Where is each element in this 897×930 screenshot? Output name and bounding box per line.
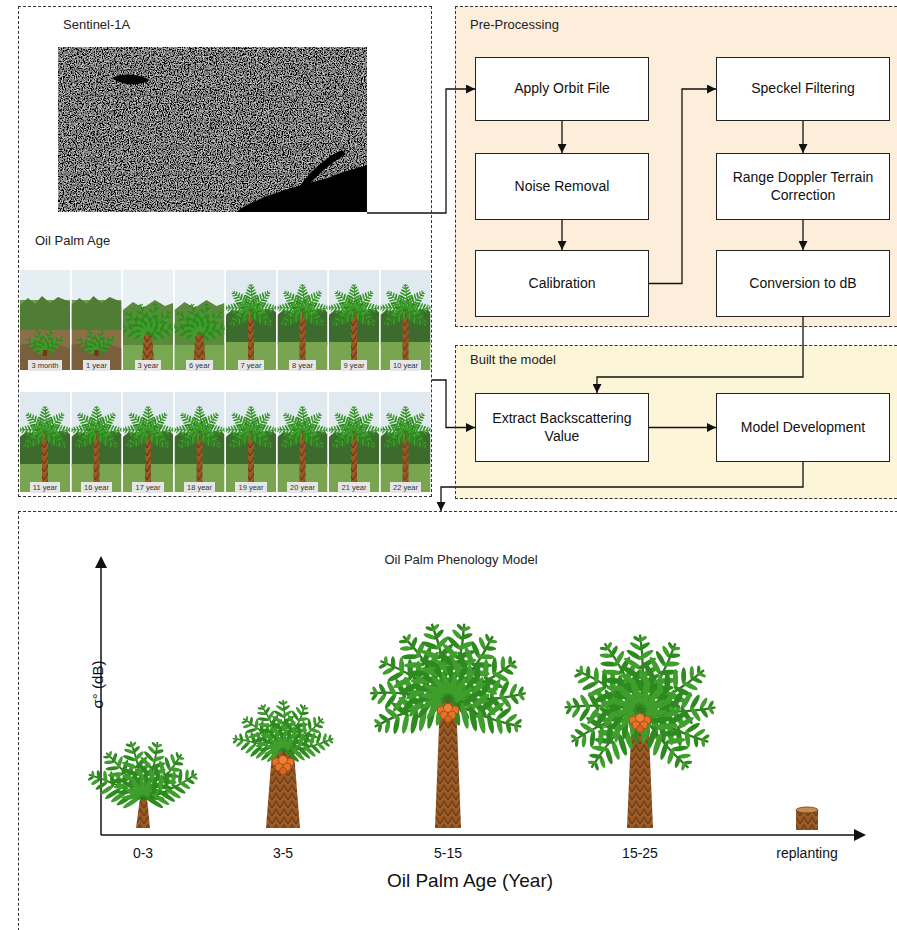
flow-arrow: [802, 121, 803, 153]
flow-arrow: [441, 462, 803, 511]
process-box: Speckel Filtering: [716, 57, 890, 121]
result-panel: Oil Palm Phenology Model: [18, 511, 897, 930]
flow-arrow: [649, 89, 716, 284]
photo-caption: 20 year: [287, 482, 318, 493]
flow-arrow: [561, 220, 562, 250]
photo-caption: 1 year: [83, 360, 110, 371]
stage-panel: Built the modelExtract Backscattering Va…: [455, 345, 897, 499]
process-box: Model Development: [716, 393, 890, 462]
process-box: Apply Orbit File: [475, 57, 649, 121]
box-text: Range Doppler Terrain Correction: [725, 169, 881, 204]
axis-tick: 15-25: [622, 845, 658, 861]
photo-caption: 9 year: [341, 360, 368, 371]
photo-caption: 17 year: [132, 482, 163, 493]
flow-arrow: [597, 317, 803, 393]
photo-caption: 10 year: [390, 360, 421, 371]
box-text: Conversion to dB: [749, 275, 856, 293]
flow-arrow: [432, 380, 475, 428]
box-text: Speckel Filtering: [751, 80, 855, 98]
panel-heading: Pre-Processing: [470, 17, 559, 32]
photo-caption: 6 year: [186, 360, 213, 371]
box-text: Calibration: [529, 275, 596, 293]
axis-title: σ° (dB): [89, 661, 106, 709]
panel-heading: Oil Palm Age: [35, 233, 110, 248]
process-box: Calibration: [475, 250, 649, 317]
photo-caption: 19 year: [235, 482, 266, 493]
panel-heading: Oil Palm Phenology Model: [384, 552, 537, 567]
axis-title: Oil Palm Age (Year): [387, 870, 553, 892]
process-box: Range Doppler Terrain Correction: [716, 153, 890, 220]
photo-caption: 22 year: [390, 482, 421, 493]
photo-caption: 21 year: [338, 482, 369, 493]
flow-arrow: [802, 220, 803, 250]
photo-caption: 3 year: [135, 360, 162, 371]
photo-caption: 3 month: [28, 360, 61, 371]
flow-arrow: [649, 427, 716, 428]
axis-tick: 3-5: [273, 845, 293, 861]
process-box: Noise Removal: [475, 153, 649, 220]
box-text: Apply Orbit File: [514, 80, 610, 98]
box-text: Extract Backscattering Value: [484, 410, 640, 445]
flow-arrow: [432, 89, 475, 213]
panel-heading: Built the model: [470, 352, 556, 367]
box-text: Noise Removal: [515, 178, 610, 196]
source-panel: Sentinel-1A Oil Palm Age: [18, 6, 432, 497]
process-box: Conversion to dB: [716, 250, 890, 317]
stage-panel: Pre-ProcessingApply Orbit FileNoise Remo…: [455, 6, 897, 327]
process-box: Extract Backscattering Value: [475, 393, 649, 462]
box-text: Model Development: [741, 419, 866, 437]
axis-tick: replanting: [776, 845, 838, 861]
panel-heading: Sentinel-1A: [63, 17, 130, 32]
photo-caption: 11 year: [30, 482, 60, 493]
axis-tick: 5-15: [434, 845, 462, 861]
photo-caption: 7 year: [238, 360, 265, 371]
photo-caption: 8 year: [289, 360, 316, 371]
flow-arrow: [561, 121, 562, 153]
photo-caption: 18 year: [184, 482, 215, 493]
axis-tick: 0-3: [133, 845, 153, 861]
photo-caption: 16 year: [81, 482, 112, 493]
